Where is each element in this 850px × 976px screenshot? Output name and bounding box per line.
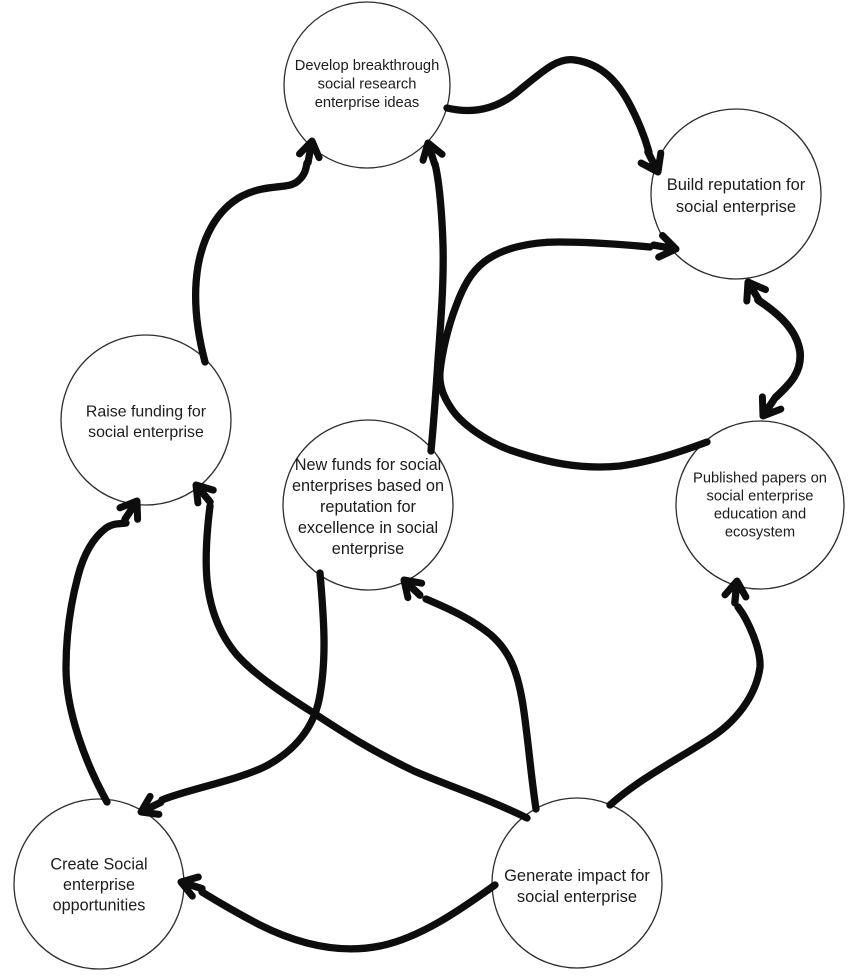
svg-text:Build reputation for: Build reputation for	[667, 176, 806, 194]
svg-text:Raise funding for: Raise funding for	[86, 404, 207, 421]
svg-text:enterprise ideas: enterprise ideas	[315, 95, 420, 111]
svg-text:enterprise: enterprise	[332, 540, 404, 558]
svg-text:New funds for social: New funds for social	[295, 456, 442, 474]
svg-text:Create Social: Create Social	[50, 856, 147, 874]
svg-text:Generate impact for: Generate impact for	[504, 867, 650, 885]
svg-text:social enterprise: social enterprise	[517, 888, 637, 906]
svg-text:social enterprise: social enterprise	[676, 198, 796, 216]
svg-text:Published papers on: Published papers on	[693, 471, 827, 487]
svg-text:Develop breakthrough: Develop breakthrough	[295, 58, 440, 74]
svg-text:social research: social research	[318, 77, 417, 93]
svg-text:social enterprise: social enterprise	[707, 489, 814, 505]
svg-text:reputation for: reputation for	[320, 498, 417, 516]
svg-text:enterprises based on: enterprises based on	[292, 477, 444, 495]
svg-text:social enterprise: social enterprise	[88, 424, 204, 441]
svg-text:ecosystem: ecosystem	[725, 525, 795, 541]
svg-text:excellence in social: excellence in social	[298, 519, 438, 537]
svg-text:education and: education and	[714, 507, 806, 523]
svg-text:enterprise: enterprise	[63, 876, 135, 894]
svg-text:opportunities: opportunities	[53, 897, 146, 915]
